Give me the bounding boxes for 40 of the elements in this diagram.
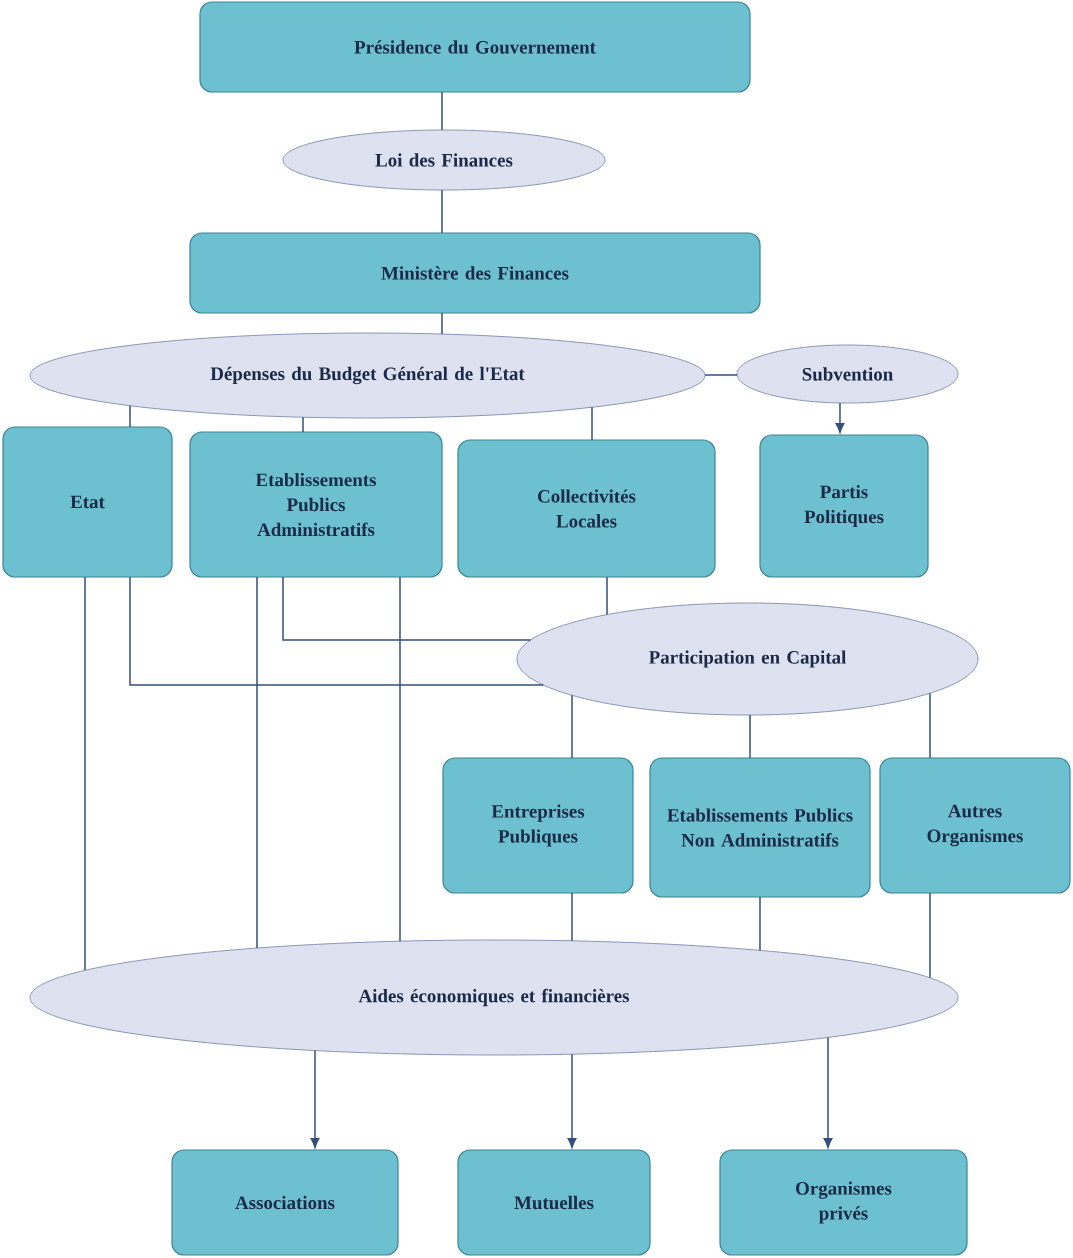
arrow xyxy=(823,1036,833,1148)
process-box: Présidence du Gouvernement xyxy=(199,1,751,93)
ellipse-node: Aides économiques et financières xyxy=(29,939,959,1056)
process-box: Autres Organismes xyxy=(879,757,1071,894)
connector-line xyxy=(441,312,443,335)
process-box: Ministère des Finances xyxy=(189,232,761,314)
process-box: Etat xyxy=(2,426,173,578)
ellipse-node: Participation en Capital xyxy=(516,602,979,716)
arrow xyxy=(567,1053,577,1148)
connector-line xyxy=(399,576,401,942)
connector-line xyxy=(759,896,761,952)
process-box: Collectivités Locales xyxy=(457,439,716,578)
connector-line xyxy=(749,714,751,759)
connector-line xyxy=(606,576,608,616)
connector-line xyxy=(591,406,593,441)
connector-line xyxy=(929,892,931,979)
process-box: Associations xyxy=(171,1149,399,1256)
connector-line xyxy=(256,576,258,949)
arrow xyxy=(835,402,845,433)
connector-line xyxy=(84,576,86,972)
ellipse-node: Subvention xyxy=(736,344,959,404)
connector-line xyxy=(129,404,131,428)
connector-line xyxy=(441,91,443,131)
connector-line xyxy=(441,189,443,234)
process-box: Etablissements Publics Administratifs xyxy=(189,431,443,578)
connector-line xyxy=(302,416,304,433)
connector-line xyxy=(571,892,573,942)
arrow xyxy=(310,1049,320,1148)
ellipse-node: Dépenses du Budget Général de l'Etat xyxy=(29,332,706,419)
process-box: Entreprises Publiques xyxy=(442,757,634,894)
process-box: Organismes privés xyxy=(719,1149,968,1256)
process-box: Mutuelles xyxy=(457,1149,651,1256)
ellipse-node: Loi des Finances xyxy=(282,129,606,191)
connector-line xyxy=(282,576,532,641)
connector-line xyxy=(929,692,931,759)
connector-line xyxy=(571,694,573,759)
connector-line xyxy=(704,374,738,376)
connector-line xyxy=(129,576,545,686)
process-box: Etablissements Publics Non Administratifs xyxy=(649,757,871,898)
process-box: Partis Politiques xyxy=(759,434,929,578)
